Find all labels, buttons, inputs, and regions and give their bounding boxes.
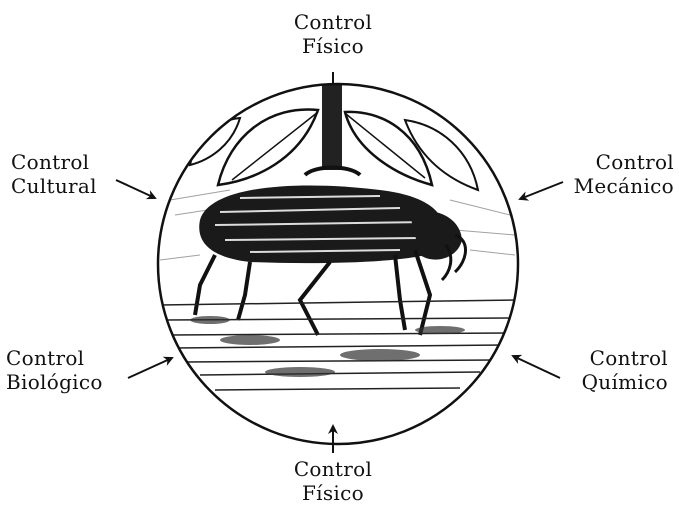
label-bottom-line1: Control	[283, 457, 383, 481]
label-lower-right: Control Químico	[556, 346, 668, 394]
label-lower-left-line2: Biológico	[6, 370, 126, 394]
beetle-illustration	[160, 84, 520, 390]
label-lower-right-line2: Químico	[556, 370, 668, 394]
arrow-lower-right	[513, 356, 560, 378]
label-top-line2: Físico	[283, 34, 383, 58]
label-upper-right: Control Mecánico	[548, 150, 674, 198]
label-bottom: Control Físico	[283, 457, 383, 505]
label-lower-left: Control Biológico	[6, 346, 126, 394]
label-upper-right-line2: Mecánico	[548, 174, 674, 198]
label-upper-left-line1: Control	[11, 150, 121, 174]
label-top-line1: Control	[283, 10, 383, 34]
label-upper-right-line1: Control	[548, 150, 674, 174]
soil-texture	[160, 300, 520, 390]
arrow-lower-left	[128, 358, 172, 378]
plant-stem	[322, 84, 342, 170]
label-bottom-line2: Físico	[283, 481, 383, 505]
label-lower-right-line1: Control	[556, 346, 668, 370]
label-upper-left: Control Cultural	[11, 150, 121, 198]
arrow-upper-left	[116, 180, 155, 198]
label-top: Control Físico	[283, 10, 383, 58]
label-lower-left-line1: Control	[6, 346, 126, 370]
label-upper-left-line2: Cultural	[11, 174, 121, 198]
